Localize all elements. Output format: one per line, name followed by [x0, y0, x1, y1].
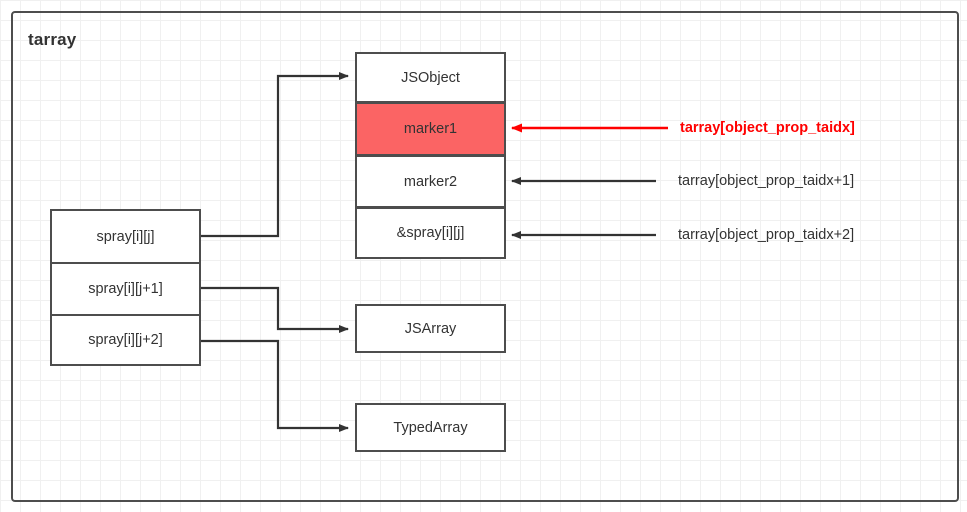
jsobject-stack: JSObject marker1 marker2 &spray[i][j]	[355, 52, 506, 259]
node-label: TypedArray	[393, 419, 468, 436]
stack-cell-marker2[interactable]: marker2	[355, 155, 506, 208]
node-label: JSArray	[404, 320, 457, 337]
annotation-label-taidx-plus1: tarray[object_prop_taidx+1]	[678, 173, 855, 189]
node-jsarray[interactable]: JSArray	[355, 304, 506, 353]
spray-cell-1[interactable]: spray[i][j+1]	[50, 262, 201, 316]
spray-cell-label: spray[i][j+1]	[88, 281, 163, 297]
spray-stack: spray[i][j] spray[i][j+1] spray[i][j+2]	[50, 209, 201, 366]
stack-cell-label: &spray[i][j]	[396, 225, 465, 241]
stack-cell-spray-pointer[interactable]: &spray[i][j]	[355, 207, 506, 259]
stack-cell-label: marker2	[403, 173, 458, 190]
container-title: tarray	[28, 30, 77, 49]
stack-cell-jsobject[interactable]: JSObject	[355, 52, 506, 103]
stack-cell-label: JSObject	[401, 69, 460, 86]
stack-cell-marker1[interactable]: marker1	[355, 102, 506, 156]
spray-cell-label: spray[i][j+2]	[88, 332, 163, 348]
annotation-label-taidx: tarray[object_prop_taidx]	[680, 120, 855, 136]
spray-cell-label: spray[i][j]	[96, 228, 155, 245]
node-typedarray[interactable]: TypedArray	[355, 403, 506, 452]
spray-cell-2[interactable]: spray[i][j+2]	[50, 314, 201, 366]
tarray-container	[11, 11, 959, 502]
annotation-label-taidx-plus2: tarray[object_prop_taidx+2]	[678, 227, 855, 243]
stack-cell-label: marker1	[403, 121, 458, 137]
spray-cell-0[interactable]: spray[i][j]	[50, 209, 201, 264]
